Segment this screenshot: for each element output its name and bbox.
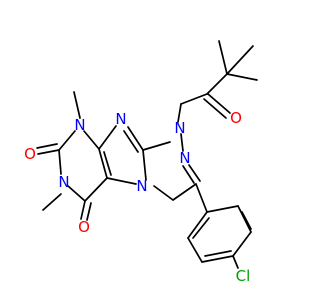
bond bbox=[207, 93, 231, 114]
bond bbox=[127, 126, 144, 151]
bond bbox=[203, 98, 227, 119]
bond bbox=[192, 217, 210, 239]
bond bbox=[182, 165, 195, 184]
bond bbox=[84, 177, 108, 202]
bond bbox=[98, 125, 117, 150]
bond bbox=[226, 45, 254, 75]
bond bbox=[177, 103, 182, 123]
imidazole-n-label: N bbox=[136, 177, 147, 195]
bond bbox=[226, 73, 258, 81]
ketone-oxygen-label: O bbox=[230, 109, 242, 127]
bond bbox=[106, 177, 137, 185]
bond bbox=[98, 148, 108, 179]
imidazole-n7-label: N bbox=[115, 110, 126, 128]
bond bbox=[58, 149, 62, 175]
bond bbox=[206, 73, 228, 95]
bond bbox=[153, 185, 174, 201]
bond bbox=[142, 141, 171, 151]
bond bbox=[172, 183, 197, 201]
molecule-structure: N N N N N N O O O Cl bbox=[24, 40, 258, 285]
bond bbox=[187, 211, 208, 239]
bond bbox=[232, 231, 252, 257]
bond bbox=[67, 185, 86, 202]
atom-labels: N N N N N N O O O Cl bbox=[24, 109, 250, 285]
bond bbox=[206, 205, 239, 213]
bond bbox=[188, 164, 201, 182]
bond-set bbox=[36, 40, 258, 269]
bond bbox=[86, 202, 92, 221]
pyrimidine-n1-label: N bbox=[74, 116, 85, 134]
carbonyl-oxygen-6-label: O bbox=[78, 218, 90, 236]
bond bbox=[187, 237, 203, 263]
bond bbox=[80, 200, 86, 220]
bond bbox=[123, 130, 139, 153]
triazine-n1-label: N bbox=[174, 119, 185, 137]
bond bbox=[204, 250, 232, 257]
bond bbox=[195, 183, 208, 213]
bond bbox=[180, 93, 208, 105]
bond bbox=[37, 149, 60, 155]
bond bbox=[73, 91, 81, 119]
bond bbox=[241, 211, 252, 230]
bond bbox=[103, 151, 112, 176]
bond bbox=[83, 130, 100, 150]
bond bbox=[218, 40, 228, 75]
carbonyl-oxygen-2-label: O bbox=[24, 145, 36, 163]
bond bbox=[36, 143, 58, 149]
bond bbox=[237, 205, 252, 233]
bond bbox=[58, 130, 76, 151]
bond bbox=[201, 255, 234, 263]
bond bbox=[180, 133, 184, 152]
bond bbox=[42, 193, 62, 211]
bond bbox=[232, 255, 239, 269]
pyrimidine-n3-label: N bbox=[58, 173, 69, 191]
triazine-n2-label: N bbox=[179, 149, 190, 167]
bond bbox=[142, 149, 147, 181]
chlorine-label: Cl bbox=[236, 267, 251, 285]
